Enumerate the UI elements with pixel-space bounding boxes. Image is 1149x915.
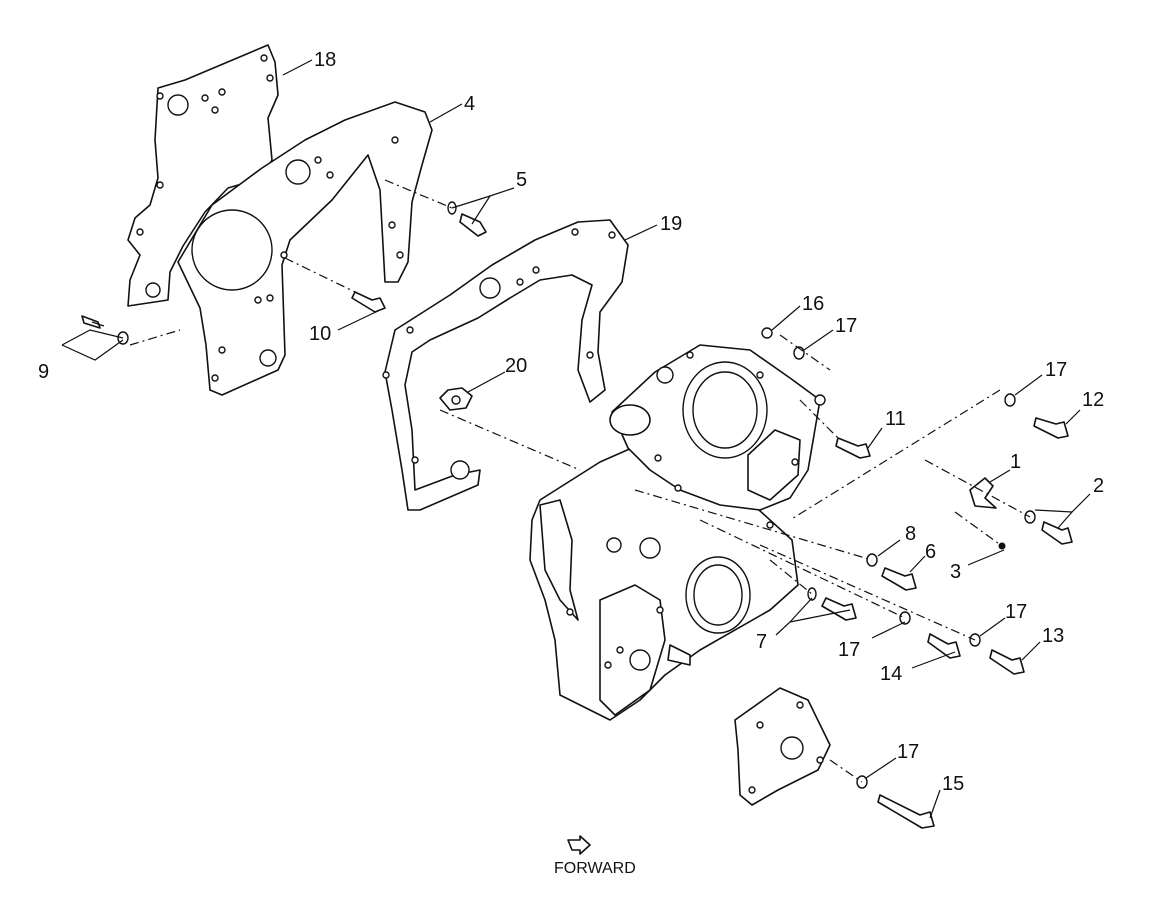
callout-11: 11 — [885, 408, 906, 430]
pump-housing — [609, 344, 826, 529]
callout-14: 14 — [880, 663, 902, 685]
callout-8: 8 — [905, 523, 916, 545]
callout-12: 12 — [1082, 389, 1104, 411]
callout-2: 2 — [1093, 475, 1104, 497]
callout-1: 1 — [1010, 451, 1021, 473]
timing-cover-housing — [529, 439, 799, 721]
forward-label: FORWARD — [554, 860, 636, 877]
callout-17d: 17 — [838, 639, 860, 661]
callout-19: 19 — [660, 213, 682, 235]
callout-17c: 17 — [1005, 601, 1027, 623]
forward-indicator: FORWARD — [554, 835, 636, 877]
callout-17e: 17 — [897, 741, 919, 763]
callout-15: 15 — [942, 773, 964, 795]
alignment-lines — [129, 179, 1031, 783]
callout-10: 10 — [309, 323, 331, 345]
part-1-bracket — [969, 477, 997, 509]
callout-17a: 17 — [835, 315, 857, 337]
callout-9: 9 — [38, 361, 49, 383]
callout-16: 16 — [802, 293, 824, 315]
part-4-rear-plate — [177, 101, 433, 396]
callout-17b: 17 — [1045, 359, 1067, 381]
callout-13: 13 — [1042, 625, 1064, 647]
fasteners — [81, 201, 1073, 829]
forward-arrow-icon — [567, 835, 591, 855]
callout-18: 18 — [314, 49, 336, 71]
support-bracket — [734, 687, 831, 806]
callout-20: 20 — [505, 355, 527, 377]
part-18-gasket — [127, 44, 279, 307]
callout-6: 6 — [925, 541, 936, 563]
callouts: 18 4 5 19 10 9 16 17 20 17 12 11 1 2 8 6… — [38, 49, 1104, 795]
callout-7: 7 — [756, 631, 767, 653]
part-19-gasket — [382, 219, 629, 511]
callout-4: 4 — [464, 93, 475, 115]
callout-5: 5 — [516, 169, 527, 191]
callout-3: 3 — [950, 561, 961, 583]
leader-lines — [61, 59, 1091, 819]
part-20-flange — [439, 387, 473, 411]
